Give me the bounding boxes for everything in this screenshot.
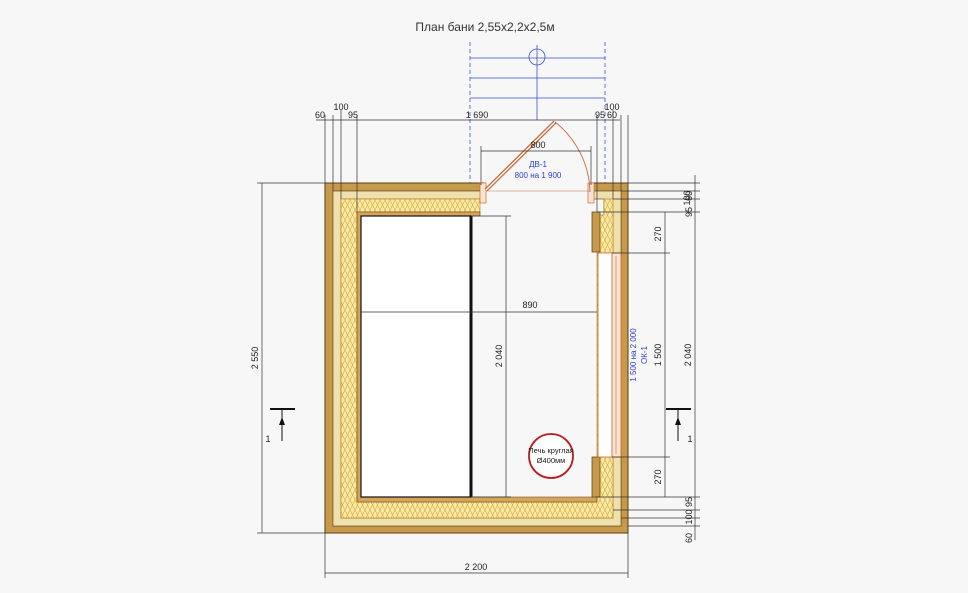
dim-top-60-right: 60 (607, 110, 617, 120)
stove-diameter: Ø400мм (537, 456, 566, 465)
stove-label: Печь круглая (528, 446, 574, 455)
section-mark-left: 1 (265, 408, 295, 444)
dim-top-100-right: 100 (604, 102, 619, 112)
dim-top-100-left: 100 (333, 102, 348, 112)
dim-right-60-bottom: 60 (684, 533, 694, 543)
dim-right-1500: 1 500 (653, 344, 663, 367)
dim-top-95-left: 95 (348, 110, 358, 120)
bottom-dimension: 2 200 (324, 533, 629, 578)
right-dimension-chain: 100 95 60 270 1 500 270 2 040 95 100 60 (597, 175, 700, 543)
dim-right-60-top: 60 (684, 191, 694, 201)
inner-length-label: 2 040 (494, 345, 504, 368)
dim-right-2040: 2 040 (683, 344, 693, 367)
stove: Печь круглая Ø400мм (528, 433, 574, 479)
dim-right-270-top: 270 (653, 226, 663, 241)
dim-top-60-left: 60 (315, 110, 325, 120)
plan-title: План бани 2,55х2,2х2,5м (415, 20, 554, 34)
window-mark: ОК-1 (640, 345, 649, 364)
window-labels: 1 500 на 2 000 ОК-1 (629, 328, 649, 382)
dim-right-95-top: 95 (684, 207, 694, 217)
dim-top-95-right: 95 (595, 110, 605, 120)
door-dimension: 800 ДВ-1 800 на 1 900 (480, 140, 592, 185)
section-label-left: 1 (265, 434, 270, 444)
door-width-label: 800 (530, 140, 545, 150)
door-mark: ДВ-1 (529, 160, 547, 169)
window-size: 1 500 на 2 000 (629, 328, 638, 382)
section-label-right: 1 (687, 434, 692, 444)
window-wall (591, 211, 622, 498)
dim-top-1690: 1 690 (466, 110, 489, 120)
section-mark-right: 1 (666, 408, 693, 444)
porch-outline (469, 42, 606, 185)
top-dimension-chain: 60 100 95 1 690 95 100 60 (315, 102, 629, 212)
dim-right-100-bottom: 100 (684, 509, 694, 524)
dim-right-100-top: 100 (682, 190, 692, 205)
dim-right-95-bottom: 95 (684, 497, 694, 507)
door-size: 800 на 1 900 (515, 171, 562, 180)
inner-dimensions: 890 2 040 (361, 215, 597, 498)
dim-right-270-bottom: 270 (653, 469, 663, 484)
door-dv1 (479, 120, 595, 204)
dim-bottom-2200: 2 200 (465, 562, 488, 572)
inner-width-label: 890 (522, 300, 537, 310)
bench (360, 215, 473, 498)
dim-left-2550: 2 550 (250, 347, 260, 370)
left-dimension: 2 550 (250, 182, 325, 534)
